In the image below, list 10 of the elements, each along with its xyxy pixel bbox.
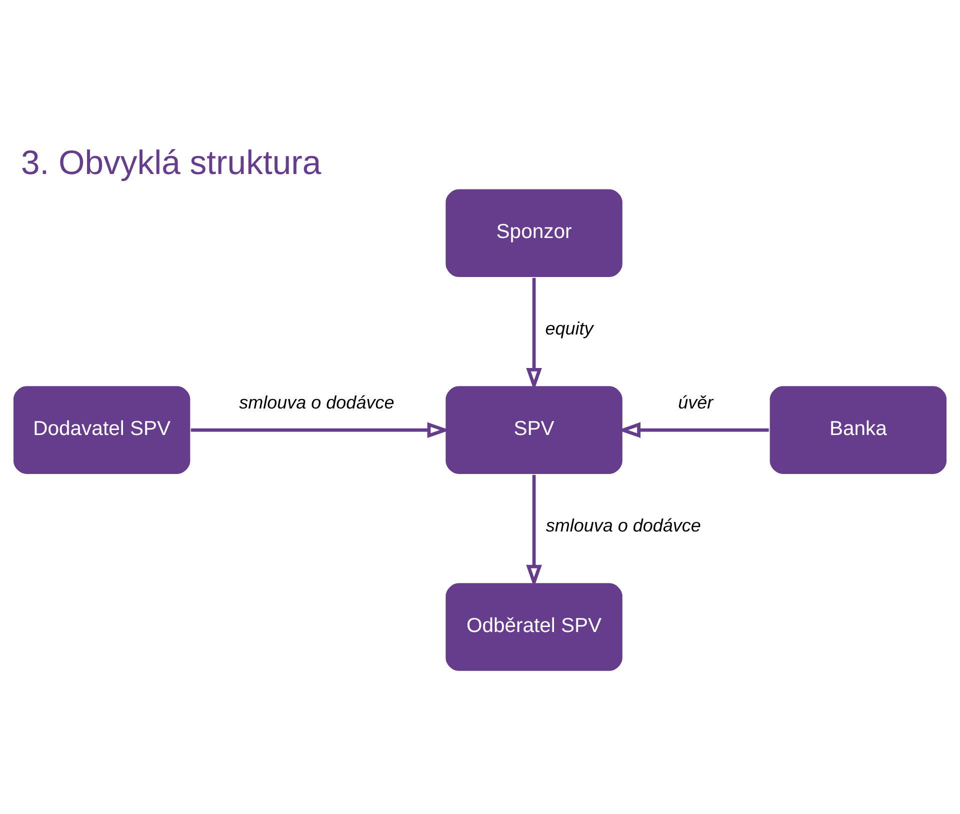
node-box: SPV (444, 385, 624, 476)
node-box: Sponzor (444, 188, 624, 278)
diagram-title: 3. Obvyklá struktura (20, 144, 322, 182)
edge-label: smlouva o dodávce (546, 516, 701, 536)
node-box: Odběratel SPV (444, 582, 624, 672)
edge-label: smlouva o dodávce (239, 392, 394, 412)
node-box: Banka (768, 385, 948, 476)
node-box: Dodavatel SPV (12, 385, 192, 476)
edge-label: úvěr (678, 392, 714, 412)
edge-label: equity (545, 318, 594, 339)
